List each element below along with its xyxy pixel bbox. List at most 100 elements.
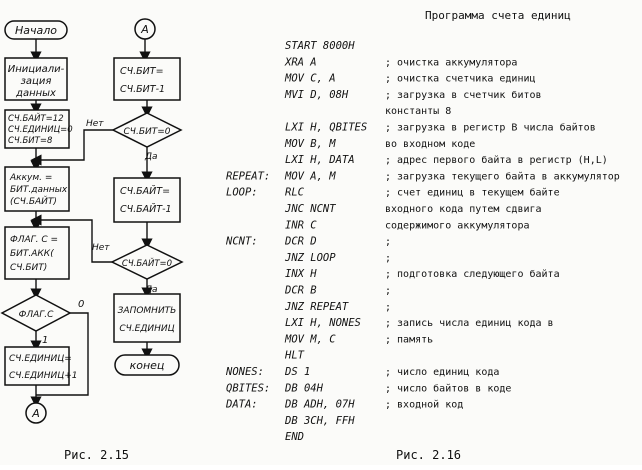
- connector-a-out-label: A: [31, 407, 40, 420]
- listing-comment: ; загрузка в счетчик битов: [385, 89, 542, 101]
- listing-label: DATA:: [225, 399, 258, 411]
- listing-comment: ; загрузка текущего байта в аккумулятор: [385, 170, 620, 182]
- listing-comment: во входном коде: [385, 139, 475, 150]
- listing-comment: ; число единиц кода: [385, 367, 499, 378]
- program-title: Программа счета единиц: [425, 9, 571, 22]
- listing-code: INX H: [285, 268, 317, 280]
- save-box-line: ЗАПОМНИТЬ: [118, 306, 177, 316]
- count-ones-box: [4, 346, 70, 386]
- bit-no-label: Нет: [86, 119, 104, 129]
- listing-code: MOV B, M: [284, 138, 336, 150]
- program-listing: Программа счета единиц START 8000H XRA A;…: [225, 9, 620, 462]
- byte-decision-label: СЧ.БАЙТ=0: [122, 257, 172, 269]
- listing-code: DB ADH, 07H: [284, 399, 355, 411]
- flag-box-line: ФЛАГ. C =: [10, 235, 58, 245]
- listing-code: XRA A: [284, 56, 317, 68]
- listing-comment: ;: [385, 237, 391, 248]
- listing-comment: ; входной код: [385, 399, 463, 411]
- listing-label: LOOP:: [226, 187, 258, 199]
- flowchart: Начало Инициали- зация данных СЧ.БАЙТ=12…: [0, 18, 184, 462]
- listing-comment: ; очистка счетчика единиц: [385, 74, 536, 85]
- listing-code: MVI D, 08H: [284, 89, 349, 101]
- init-box-line: данных: [15, 88, 56, 99]
- flag-box: [4, 226, 70, 280]
- listing-code: MOV M, C: [284, 333, 336, 345]
- listing-comment: входного кода путем сдвига: [385, 204, 542, 215]
- listing-code: MOV C, A: [284, 73, 336, 85]
- listing-code: JNC NCNT: [284, 203, 336, 215]
- acc-box-line: БИТ.данных: [10, 185, 68, 195]
- listing-comment: ; число байтов в коде: [385, 382, 511, 394]
- acc-box-line: (СЧ.БАЙТ): [10, 195, 57, 207]
- byte-no-label: Нет: [92, 243, 110, 253]
- listing-label: NCNT:: [225, 236, 258, 248]
- bit-yes-label: Да: [144, 152, 158, 162]
- flag-box-line: СЧ.БИТ): [10, 263, 47, 273]
- listing-code: LXI H, NONES: [285, 317, 361, 329]
- listing-code: DB 3CH, FFH: [284, 415, 355, 427]
- listing-code: MOV A, M: [284, 170, 336, 182]
- flag-box-line: БИТ.АКК(: [10, 249, 54, 259]
- listing-comment: константы 8: [385, 106, 451, 117]
- bit-decrement-box: [113, 57, 181, 101]
- listing-code: DCR B: [284, 285, 317, 297]
- connector-a-out: [25, 402, 47, 424]
- listing-comment: ;: [385, 302, 391, 313]
- branch-zero-label: 0: [78, 299, 84, 310]
- init-box: [4, 57, 68, 101]
- set-box-line: СЧ.БИТ=8: [8, 136, 53, 146]
- listing-comment: ; запись числа единиц кода в: [385, 318, 554, 329]
- start-label: Начало: [15, 24, 57, 37]
- listing-code: JNZ LOOP: [284, 252, 336, 264]
- listing-comment: ; счет единиц в текущем байте: [385, 187, 560, 199]
- init-box-line: Инициали-: [8, 64, 65, 75]
- listing-label: REPEAT:: [226, 170, 270, 182]
- end-terminal: [114, 354, 180, 376]
- listing-code: START 8000H: [285, 40, 355, 52]
- bit-decision-label: СЧ.БИТ=0: [124, 127, 171, 137]
- listing-code: END: [285, 431, 304, 443]
- listing-code: DCR D: [284, 236, 317, 248]
- set-box-line: СЧ.БАЙТ=12: [8, 112, 64, 124]
- listing-comment: ; загрузка в регистр B числа байтов: [385, 122, 596, 134]
- listing-comment: ; подготовка следующего байта: [385, 268, 560, 280]
- count-box-line: СЧ.ЕДИНИЦ+1: [9, 371, 78, 381]
- listing-comment: ; адрес первого байта в регистр (H,L): [385, 154, 608, 166]
- byte-dec-line: СЧ.БАЙТ-1: [120, 203, 172, 215]
- byte-decrement-box: [113, 177, 181, 223]
- accumulator-box: [4, 166, 70, 212]
- listing-code: JNZ REPEAT: [284, 301, 349, 313]
- listing-code: LXI H, DATA: [285, 154, 355, 166]
- listing-comment: ; очистка аккумулятора: [385, 57, 517, 68]
- listing-code: RLC: [285, 187, 305, 199]
- connector-a-in-label: A: [140, 23, 149, 36]
- listing-comment: ;: [385, 253, 391, 264]
- listing-code: LXI H, QBITES: [285, 122, 367, 134]
- listing-comment: ; память: [385, 334, 433, 345]
- listing-comment: ;: [385, 286, 391, 297]
- flag-decision-label: ФЛАГ.C: [19, 310, 55, 320]
- listing-code: DB 04H: [284, 382, 324, 394]
- program-caption: Рис. 2.16: [396, 448, 461, 462]
- save-result-box: [113, 293, 181, 343]
- acc-box-line: Аккум. =: [9, 173, 52, 183]
- listing-label: NONES:: [225, 366, 264, 378]
- save-box-line: СЧ.ЕДИНИЦ: [119, 324, 174, 334]
- bit-dec-line: СЧ.БИТ=: [120, 66, 164, 77]
- listing-label: QBITES:: [226, 382, 270, 394]
- init-box-line: зация: [21, 76, 52, 87]
- count-box-line: СЧ.ЕДИНИЦ=: [9, 354, 72, 364]
- listing-lines: START 8000H XRA A ; очистка аккумулятораMO…: [225, 40, 620, 443]
- listing-code: INR C: [285, 219, 317, 231]
- bit-dec-line: СЧ.БИТ-1: [120, 84, 165, 95]
- branch-one-label: 1: [42, 335, 48, 346]
- flowchart-caption: Рис. 2.15: [64, 448, 129, 462]
- listing-code: DS 1: [284, 366, 310, 378]
- end-label: конец: [130, 359, 165, 372]
- set-box-line: СЧ.ЕДИНИЦ=0: [8, 125, 73, 135]
- listing-code: HLT: [284, 350, 305, 362]
- set-counters-box: [4, 109, 70, 149]
- byte-dec-line: СЧ.БАЙТ=: [120, 185, 170, 197]
